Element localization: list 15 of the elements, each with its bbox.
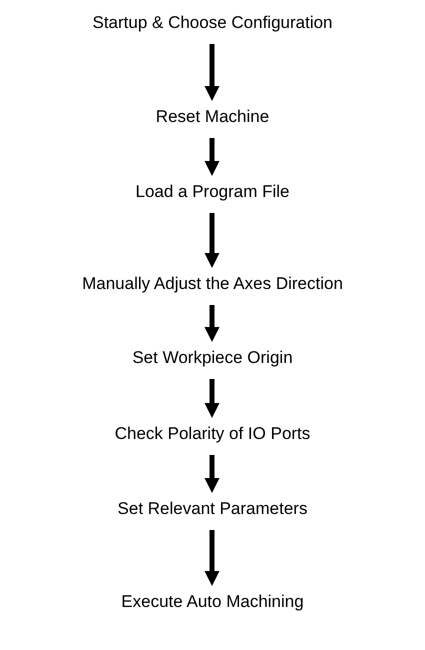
step-label: Reset Machine [156,106,270,128]
arrow [204,379,220,418]
step-label: Check Polarity of IO Ports [114,423,310,445]
arrow [204,44,220,101]
step-label: Execute Auto Machining [121,591,304,613]
arrow [204,213,220,268]
arrow [204,530,220,586]
arrow [204,305,220,342]
step-label: Startup & Choose Configuration [92,12,333,34]
arrow [204,138,220,176]
arrow [204,455,220,493]
step-label: Load a Program File [135,181,290,203]
step-label: Set Relevant Parameters [118,498,308,520]
step-label: Set Workpiece Origin [132,347,293,369]
step-label: Manually Adjust the Axes Direction [82,273,343,295]
